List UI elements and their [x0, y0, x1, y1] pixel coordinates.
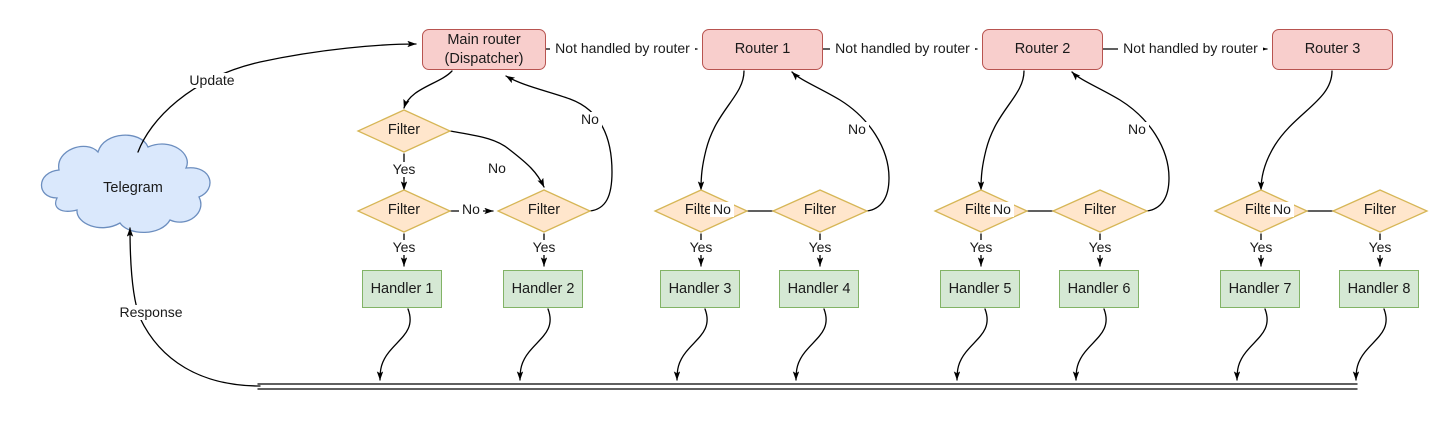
edge-label-not-handled-2: Not handled by router: [830, 40, 975, 57]
edge-label-not-handled-3: Not handled by router: [1118, 40, 1263, 57]
edge-label-no-filter2-back: No: [578, 111, 602, 128]
edge-handler1-to-bus: [376, 308, 411, 381]
filter-6-shape: [1051, 189, 1149, 233]
edge-handler2-to-bus: [516, 308, 551, 381]
edge-label-no-filter5: No: [990, 201, 1014, 218]
node-handler-4[interactable]: Handler 4: [779, 270, 859, 308]
filter-top-a-shape: [356, 109, 452, 153]
node-handler-1[interactable]: Handler 1: [362, 270, 442, 308]
edge-handler3-to-bus: [673, 308, 708, 381]
edge-handler8-to-bus: [1352, 308, 1387, 381]
edge-label-yes-filter-4: Yes: [795, 239, 845, 256]
node-handler-8[interactable]: Handler 8: [1339, 270, 1419, 308]
edge-label-no-filter7: No: [1270, 201, 1294, 218]
edge-filter6-no-back: [1071, 71, 1170, 212]
edge-filter4-no-back: [791, 71, 890, 212]
filter-8-shape: [1331, 189, 1429, 233]
node-router-2[interactable]: Router 2: [982, 29, 1103, 70]
node-router-1[interactable]: Router 1: [702, 29, 823, 70]
edge-filter-top-no: [449, 130, 545, 188]
edge-label-yes-filter-1: Yes: [379, 239, 429, 256]
edge-handler5-to-bus: [953, 308, 988, 381]
node-handler-7[interactable]: Handler 7: [1220, 270, 1300, 308]
edge-label-yes-filter-7: Yes: [1236, 239, 1286, 256]
edge-update: [137, 40, 417, 153]
filter-1-shape: [356, 189, 452, 233]
edge-label-no-filter1: No: [459, 201, 483, 218]
edge-label-yes-filter-6: Yes: [1075, 239, 1125, 256]
node-handler-5[interactable]: Handler 5: [940, 270, 1020, 308]
edge-label-yes-filter-top: Yes: [379, 161, 429, 178]
node-handler-6[interactable]: Handler 6: [1059, 270, 1139, 308]
edge-router3-to-filter7: [1257, 70, 1333, 191]
edge-label-no-filter4-back: No: [845, 121, 869, 138]
node-main-router[interactable]: Main router (Dispatcher): [422, 29, 546, 70]
edge-label-yes-filter-8: Yes: [1355, 239, 1405, 256]
edge-label-update: Update: [182, 72, 242, 89]
edge-handler7-to-bus: [1233, 308, 1268, 381]
node-router-3[interactable]: Router 3: [1272, 29, 1393, 70]
edge-label-not-handled-1: Not handled by router: [550, 40, 695, 57]
filter-4-shape: [771, 189, 869, 233]
edge-label-no-filter-top: No: [485, 160, 509, 177]
edge-router2-to-filter5: [977, 70, 1025, 191]
edge-filter2-no-back: [505, 75, 613, 212]
node-handler-2[interactable]: Handler 2: [503, 270, 583, 308]
edge-mainrouter-to-filter-top: [403, 70, 453, 109]
edge-router1-to-filter3: [697, 70, 745, 191]
edge-handler4-to-bus: [792, 308, 827, 381]
filter-2-shape: [496, 189, 592, 233]
edge-label-yes-filter-5: Yes: [956, 239, 1006, 256]
node-handler-3[interactable]: Handler 3: [660, 270, 740, 308]
edge-label-yes-filter-2: Yes: [519, 239, 569, 256]
edge-label-no-filter6-back: No: [1125, 121, 1149, 138]
edge-handler6-to-bus: [1072, 308, 1107, 381]
edge-label-response: Response: [108, 304, 194, 321]
edge-response: [126, 227, 261, 387]
edge-label-no-filter3: No: [710, 201, 734, 218]
telegram-cloud-shape: [40, 134, 211, 234]
edge-label-yes-filter-3: Yes: [676, 239, 726, 256]
telegram-cloud-label: Telegram: [103, 180, 163, 196]
